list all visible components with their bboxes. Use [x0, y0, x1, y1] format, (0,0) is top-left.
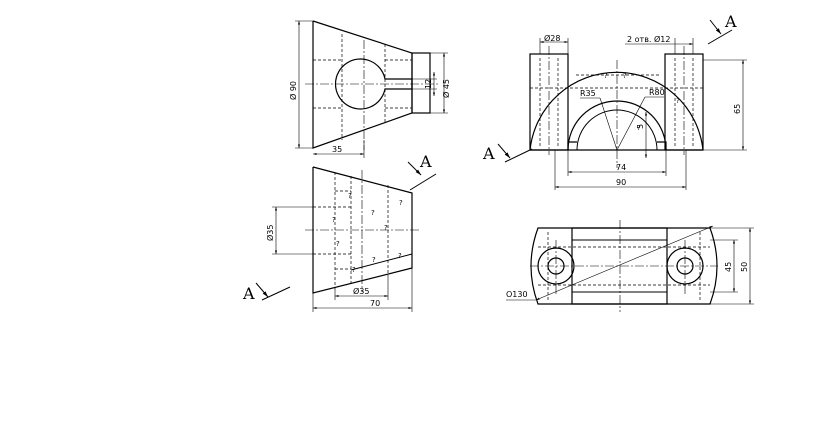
view-bottom-right: O130 45 50 — [506, 220, 754, 312]
unknown-mark: ? — [336, 240, 340, 248]
unknown-mark: ? — [676, 97, 680, 105]
dim-d35h: Ø35 — [353, 286, 369, 296]
unknown-mark: ? — [372, 256, 376, 264]
dim-d28: Ø28 — [544, 33, 560, 43]
unknown-mark: ? — [348, 192, 352, 200]
dim-d35v: Ø35 — [265, 225, 275, 241]
view-bottom-left: ? ? ? ? ? ? ? ? ? Ø35 Ø35 70 — [265, 166, 420, 312]
cut-marker-a-4: A — [482, 143, 533, 163]
view-top-right: R35 R80 5 ? ? ? ? Ø28 2 отв. Ø12 65 74 — [529, 33, 747, 190]
dim-r35: R35 — [580, 89, 596, 98]
dim-o130: O130 — [506, 290, 528, 299]
view-top-left: Ø 90 Ø 45 12 35 — [288, 20, 451, 158]
unknown-mark: ? — [371, 209, 375, 217]
dim-h5: 5 — [636, 124, 645, 129]
cut-letter: A — [724, 12, 737, 31]
cut-letter: A — [482, 144, 495, 163]
cut-letter: A — [242, 284, 255, 303]
dim-h45: 45 — [724, 262, 733, 272]
unknown-mark: ? — [604, 72, 608, 80]
dim-h50: 50 — [740, 262, 749, 272]
dim-w90: 90 — [616, 178, 626, 187]
dim-h65: 65 — [733, 104, 742, 114]
unknown-mark: ? — [399, 199, 403, 207]
dim-w70: 70 — [370, 299, 380, 308]
unknown-mark: ? — [332, 216, 336, 224]
dim-w35: 35 — [332, 145, 342, 154]
unknown-mark: ? — [398, 252, 402, 260]
unknown-mark: ? — [384, 224, 388, 232]
cut-marker-a-2: A — [242, 282, 291, 303]
unknown-mark: ? — [352, 266, 356, 274]
dim-d45: Ø 45 — [441, 79, 451, 98]
dim-w12: 12 — [424, 79, 433, 89]
dim-holes: 2 отв. Ø12 — [627, 34, 670, 44]
dim-r80: R80 — [649, 88, 665, 97]
unknown-mark: ? — [623, 72, 627, 80]
cut-marker-a-3: A — [707, 12, 737, 45]
unknown-mark: ? — [637, 124, 641, 132]
cut-marker-a-1: A — [407, 152, 437, 191]
dim-w74: 74 — [616, 163, 626, 172]
dim-d90: Ø 90 — [288, 81, 298, 100]
cut-letter: A — [419, 152, 432, 171]
